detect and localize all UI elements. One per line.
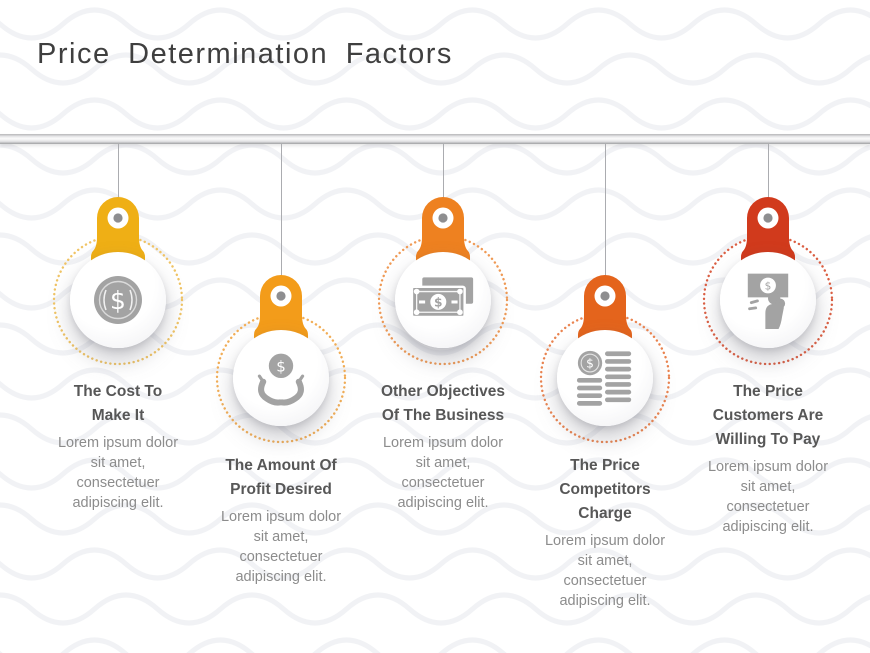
icon-circle: $ (395, 252, 491, 348)
factor-text-block: The Cost To Make It Lorem ipsum dolor si… (33, 380, 203, 513)
factor-description: Lorem ipsum dolor sit amet, consectetuer… (57, 435, 179, 511)
factor-description: Lorem ipsum dolor sit amet, consectetuer… (220, 509, 342, 585)
icon-circle: $ (557, 330, 653, 426)
factor-item-4: $ The Price Competitors Charge Lorem ips… (520, 0, 690, 653)
factor-text-block: Other Objectives Of The Business Lorem i… (358, 380, 528, 513)
factor-item-1: $ The Cost To Make It Lorem ipsum dolor … (33, 0, 203, 653)
tag-hole-pin (600, 291, 610, 301)
icon-circle: $ (233, 330, 329, 426)
factor-title: Other Objectives Of The Business (380, 383, 506, 424)
svg-text:$: $ (110, 286, 126, 315)
factor-title: The Price Customers Are Willing To Pay (712, 383, 824, 448)
tag-hole-pin (763, 213, 773, 223)
hanging-string (767, 144, 769, 220)
svg-text:$: $ (586, 357, 594, 371)
factor-description: Lorem ipsum dolor sit amet, consectetuer… (707, 459, 829, 535)
svg-text:$: $ (434, 296, 443, 310)
price-tag-shape (416, 197, 470, 261)
tag-hole-pin (438, 213, 448, 223)
price-tag-shape (91, 197, 145, 261)
factor-title: The Cost To Make It (73, 383, 163, 424)
hand-paying-icon: $ (747, 273, 789, 329)
price-tag-shape (254, 275, 308, 339)
hanging-rod (0, 134, 870, 144)
hanging-string (280, 144, 282, 298)
hanging-string (442, 144, 444, 220)
hands-holding-coin-icon: $ (257, 353, 305, 406)
svg-text:$: $ (765, 280, 772, 292)
page-title: Price Determination Factors (37, 38, 453, 70)
tag-hole-pin (113, 213, 123, 223)
factor-title: The Price Competitors Charge (559, 457, 651, 522)
icon-circle: $ (720, 252, 816, 348)
factor-description: Lorem ipsum dolor sit amet, consectetuer… (544, 533, 666, 609)
tag-hole-pin (276, 291, 286, 301)
factor-item-2: $ The Amount Of Profit Desired Lorem ips… (196, 0, 366, 653)
icon-circle: $ (70, 252, 166, 348)
coin-dollar-icon: $ (94, 276, 142, 324)
svg-text:$: $ (276, 357, 286, 375)
hanging-string (604, 144, 606, 298)
factor-text-block: The Amount Of Profit Desired Lorem ipsum… (196, 454, 366, 587)
factor-text-block: The Price Competitors Charge Lorem ipsum… (520, 454, 690, 611)
coin-stacks-icon: $ (576, 350, 632, 406)
banknotes-icon: $ (411, 277, 474, 319)
factor-title: The Amount Of Profit Desired (225, 457, 337, 498)
factor-item-5: $ The Price Customers Are Willing To Pay… (683, 0, 853, 653)
price-tag-shape (578, 275, 632, 339)
factor-description: Lorem ipsum dolor sit amet, consectetuer… (382, 435, 504, 511)
hanging-string (117, 144, 119, 220)
factor-item-3: $ Other Objectives Of The Business Lorem… (358, 0, 528, 653)
price-tag-shape (741, 197, 795, 261)
factor-text-block: The Price Customers Are Willing To Pay L… (683, 380, 853, 537)
